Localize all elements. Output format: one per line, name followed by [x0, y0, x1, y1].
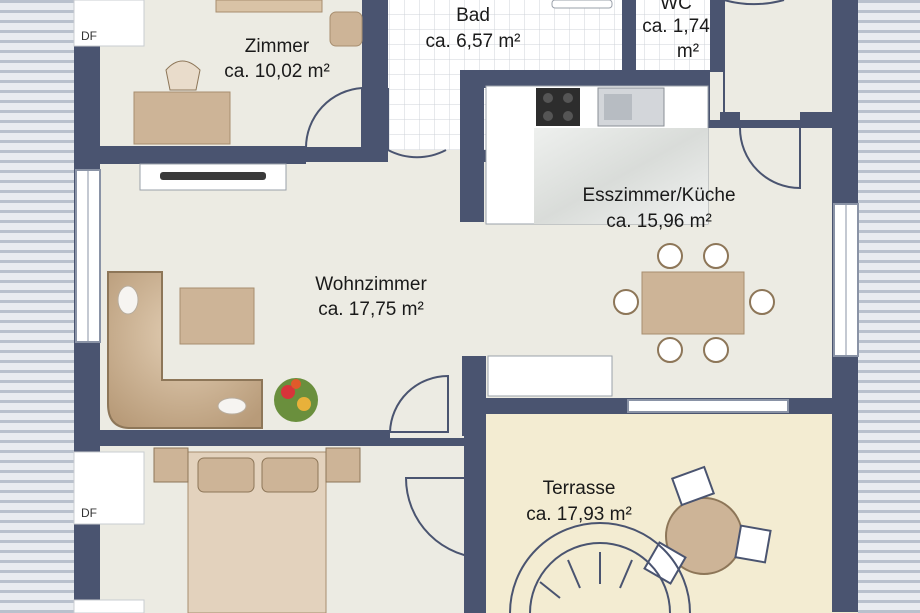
door-wc [723, 0, 785, 112]
tv [160, 172, 266, 180]
dachfenster-top [73, 0, 145, 47]
zimmer-area: ca. 10,02 m² [224, 61, 330, 82]
zimmer-shelf [215, 0, 323, 13]
zimmer-desk [133, 91, 231, 145]
stove-burners [543, 93, 573, 121]
nightstand-left [153, 447, 189, 483]
df-label-bottom: DF [81, 506, 97, 520]
esszimmer-area: ca. 15,96 m² [606, 211, 712, 232]
plant [274, 378, 318, 422]
window-terrace [627, 399, 789, 413]
dining-table [641, 271, 745, 335]
door-bad [387, 88, 447, 159]
sink-basin [604, 94, 632, 120]
zimmer-chair [165, 60, 201, 91]
wc-area-line2: m² [677, 41, 699, 62]
wohnzimmer-area: ca. 17,75 m² [318, 299, 424, 320]
spiral-stair [509, 522, 691, 613]
dachfenster-bottom [73, 451, 145, 525]
roof-slope-right [858, 0, 920, 613]
dining-chairs [613, 243, 775, 363]
esszimmer-name: Esszimmer/Küche [582, 185, 735, 206]
terrasse-name: Terrasse [543, 478, 616, 499]
nightstand-right [325, 447, 361, 483]
wc-name: WC [660, 0, 692, 14]
bad-area: ca. 6,57 m² [425, 31, 520, 52]
bad-washbasin [551, 0, 613, 9]
df-label-top: DF [81, 29, 97, 43]
corner-sofa [107, 271, 263, 429]
terrasse-area: ca. 17,93 m² [526, 504, 632, 525]
kitchen-worktop [534, 128, 708, 224]
wohnzimmer-name: Wohnzimmer [315, 274, 427, 295]
floor-esszimmer [710, 128, 834, 398]
door-zimmer [304, 86, 363, 149]
wc-area-line1: ca. 1,74 [642, 16, 710, 37]
door-kitchen [739, 127, 801, 190]
floor-wc [636, 0, 712, 70]
zimmer-name: Zimmer [245, 36, 310, 57]
roof-slope-left [0, 0, 74, 613]
cushions [117, 285, 247, 415]
pillow-right [261, 457, 319, 493]
coffee-table [179, 287, 255, 345]
sideboard [487, 355, 613, 397]
pillow-left [197, 457, 255, 493]
door-terrasse [404, 477, 487, 559]
door-wohnzimmer [389, 374, 449, 433]
floor-kitchen-strip [710, 70, 832, 120]
terrace-chairs [643, 465, 772, 585]
stove [536, 88, 580, 126]
doors [304, 0, 801, 559]
bad-name: Bad [456, 5, 490, 26]
zimmer-chair-top [329, 11, 363, 47]
dachfenster-bottom-2 [73, 599, 145, 613]
